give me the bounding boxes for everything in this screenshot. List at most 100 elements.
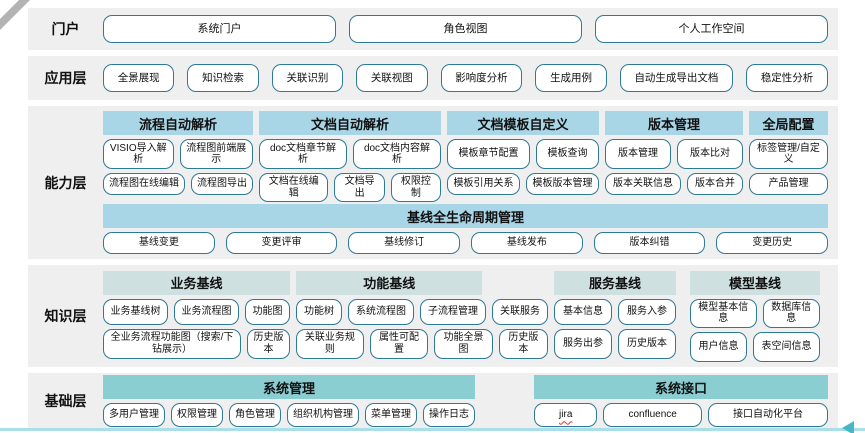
band-content-knowledge: 业务基线业务基线树业务流程图功能图全业务流程功能图（搜索/下钻展示）历史版本功能… <box>103 265 838 367</box>
layer-label-foundation: 基础层 <box>44 393 87 409</box>
module-row: VISIO导入解析流程图前端展示 <box>103 139 253 169</box>
module-button-knowledge-基本信息: 基本信息 <box>554 298 612 325</box>
module-row: 模板引用关系模板版本管理 <box>447 173 599 195</box>
module-button-capability-基线变更: 基线变更 <box>103 232 215 254</box>
module-button-foundation-操作日志: 操作日志 <box>423 403 475 427</box>
layer-stack: 门户 系统门户角色视图个人工作空间应用层全景展现知识检索关联识别关联视图影响度分析… <box>28 8 838 433</box>
band-content-portal: 系统门户角色视图个人工作空间 <box>103 8 838 50</box>
module-button-foundation-jira: jira <box>534 403 598 427</box>
module-button-application-影响度分析: 影响度分析 <box>440 64 523 92</box>
module-button-capability-流程图导出: 流程图导出 <box>191 173 253 195</box>
module-button-application-关联识别: 关联识别 <box>271 64 344 92</box>
module-button-capability-基线发布: 基线发布 <box>471 232 583 254</box>
module-button-capability-版本关联信息: 版本关联信息 <box>605 173 681 195</box>
module-button-portal-角色视图: 角色视图 <box>349 15 582 43</box>
section-header-系统接口: 系统接口 <box>534 375 828 399</box>
module-button-capability-版本纠错: 版本纠错 <box>593 232 706 254</box>
module-button-capability-变更历史: 变更历史 <box>716 232 829 254</box>
module-row: 全景展现知识检索关联识别关联视图影响度分析生成用例自动生成导出文档稳定性分析 <box>103 64 828 92</box>
module-button-capability-版本比对: 版本比对 <box>677 139 743 169</box>
module-button-application-知识检索: 知识检索 <box>187 64 259 92</box>
module-row: 流程图在线编辑流程图导出 <box>103 173 253 195</box>
module-button-knowledge-服务出参: 服务出参 <box>554 328 612 359</box>
module-button-knowledge-模型基本信息: 模型基本信息 <box>690 298 757 328</box>
module-button-capability-标签管理/自定义: 标签管理/自定义 <box>749 139 828 169</box>
module-row: 服务出参历史版本 <box>554 328 676 359</box>
section-header-版本管理: 版本管理 <box>605 111 743 135</box>
module-row: 标签管理/自定义 <box>749 139 828 169</box>
module-button-knowledge-用户信息: 用户信息 <box>690 331 747 362</box>
module-button-portal-系统门户: 系统门户 <box>103 15 336 43</box>
module-button-knowledge-系统流程图: 系统流程图 <box>348 298 414 325</box>
module-button-capability-权限控制: 权限控制 <box>390 173 441 202</box>
sections-capability: 流程自动解析 VISIO导入解析流程图前端展示流程图在线编辑流程图导出文档自动解析… <box>103 111 828 202</box>
module-button-knowledge-业务基线树: 业务基线树 <box>103 298 168 325</box>
module-button-capability-产品管理: 产品管理 <box>749 173 828 195</box>
module-button-knowledge-表空间信息: 表空间信息 <box>753 331 820 362</box>
module-button-capability-文档在线编辑: 文档在线编辑 <box>259 173 329 202</box>
arrow-left-icon <box>842 421 854 433</box>
module-button-application-自动生成导出文档: 自动生成导出文档 <box>619 64 734 92</box>
section-版本管理: 版本管理版本管理版本比对版本关联信息版本合并 <box>605 111 743 202</box>
module-button-knowledge-业务流程图: 业务流程图 <box>174 298 239 325</box>
section-header-功能基线: 功能基线 <box>296 270 483 295</box>
module-row: 版本管理版本比对 <box>605 139 743 169</box>
module-button-capability-模板查询: 模板查询 <box>536 139 599 169</box>
module-row: 模型基本信息数据库信息 <box>690 298 820 328</box>
module-row: 系统门户角色视图个人工作空间 <box>103 15 828 43</box>
section-模型基线: 模型基线模型基本信息数据库信息用户信息表空间信息 <box>690 270 820 362</box>
module-row: 业务基线树业务流程图功能图 <box>103 298 290 325</box>
module-button-foundation-角色管理: 角色管理 <box>229 403 281 427</box>
section-功能基线: 功能基线功能树系统流程图子流程管理关联服务关联业务规则属性可配置功能全景图历史版… <box>296 270 548 362</box>
module-button-knowledge-功能树: 功能树 <box>296 298 342 325</box>
module-button-capability-流程图前端展示: 流程图前端展示 <box>179 139 253 169</box>
module-button-application-全景展现: 全景展现 <box>103 64 175 92</box>
module-button-knowledge-历史版本: 历史版本 <box>618 328 676 359</box>
section-header-服务基线: 服务基线 <box>554 270 676 295</box>
module-row: 基线变更变更评审基线修订基线发布版本纠错变更历史 <box>103 232 829 254</box>
module-button-capability-VISIO导入解析: VISIO导入解析 <box>103 139 174 169</box>
module-button-foundation-菜单管理: 菜单管理 <box>365 403 417 427</box>
module-row: 功能树系统流程图子流程管理关联服务 <box>296 298 548 325</box>
module-button-knowledge-功能图: 功能图 <box>245 298 290 325</box>
module-row: 用户信息表空间信息 <box>690 331 820 362</box>
section-系统管理: 系统管理多用户管理权限管理角色管理组织机构管理菜单管理操作日志 <box>103 375 475 427</box>
module-button-capability-版本合并: 版本合并 <box>687 173 743 195</box>
module-button-foundation-多用户管理: 多用户管理 <box>103 403 165 427</box>
module-row: 模板章节配置模板查询 <box>447 139 599 169</box>
module-row: 版本关联信息版本合并 <box>605 173 743 195</box>
module-button-capability-文档导出: 文档导出 <box>334 173 385 202</box>
module-row: 文档在线编辑文档导出权限控制 <box>259 173 441 202</box>
section-header-模型基线: 模型基线 <box>690 270 820 295</box>
module-button-knowledge-功能全景图: 功能全景图 <box>434 328 493 359</box>
module-button-knowledge-全业务流程功能图（搜索/下钻展示）: 全业务流程功能图（搜索/下钻展示） <box>103 328 242 359</box>
section-header-文档模板自定义: 文档模板自定义 <box>447 111 599 135</box>
module-button-application-关联视图: 关联视图 <box>356 64 428 92</box>
layer-label-portal: 门户 <box>51 21 80 37</box>
module-button-capability-模板版本管理: 模板版本管理 <box>526 173 599 195</box>
module-button-foundation-权限管理: 权限管理 <box>171 403 223 427</box>
section-文档模板自定义: 文档模板自定义模板章节配置模板查询模板引用关系模板版本管理 <box>447 111 599 202</box>
module-row: 基本信息服务入参 <box>554 298 676 325</box>
module-button-knowledge-服务入参: 服务入参 <box>618 298 676 325</box>
section-header-流程自动解析: 流程自动解析 <box>103 111 253 135</box>
band-content-application: 全景展现知识检索关联识别关联视图影响度分析生成用例自动生成导出文档稳定性分析 <box>103 56 838 100</box>
module-button-capability-模板引用关系: 模板引用关系 <box>447 173 520 195</box>
module-button-capability-doc文档章节解析: doc文档章节解析 <box>259 139 347 169</box>
module-button-foundation-confluence: confluence <box>603 403 702 427</box>
module-button-capability-基线修订: 基线修订 <box>348 232 461 254</box>
band-application: 应用层全景展现知识检索关联识别关联视图影响度分析生成用例自动生成导出文档稳定性分… <box>28 56 838 100</box>
module-button-knowledge-属性可配置: 属性可配置 <box>369 328 429 359</box>
section-header-业务基线: 业务基线 <box>103 270 290 295</box>
module-button-knowledge-关联服务: 关联服务 <box>492 298 548 325</box>
module-row: 多用户管理权限管理角色管理组织机构管理菜单管理操作日志 <box>103 403 475 427</box>
module-button-capability-模板章节配置: 模板章节配置 <box>447 139 530 169</box>
section-header-全局配置: 全局配置 <box>749 111 828 135</box>
module-button-knowledge-子流程管理: 子流程管理 <box>420 298 486 325</box>
